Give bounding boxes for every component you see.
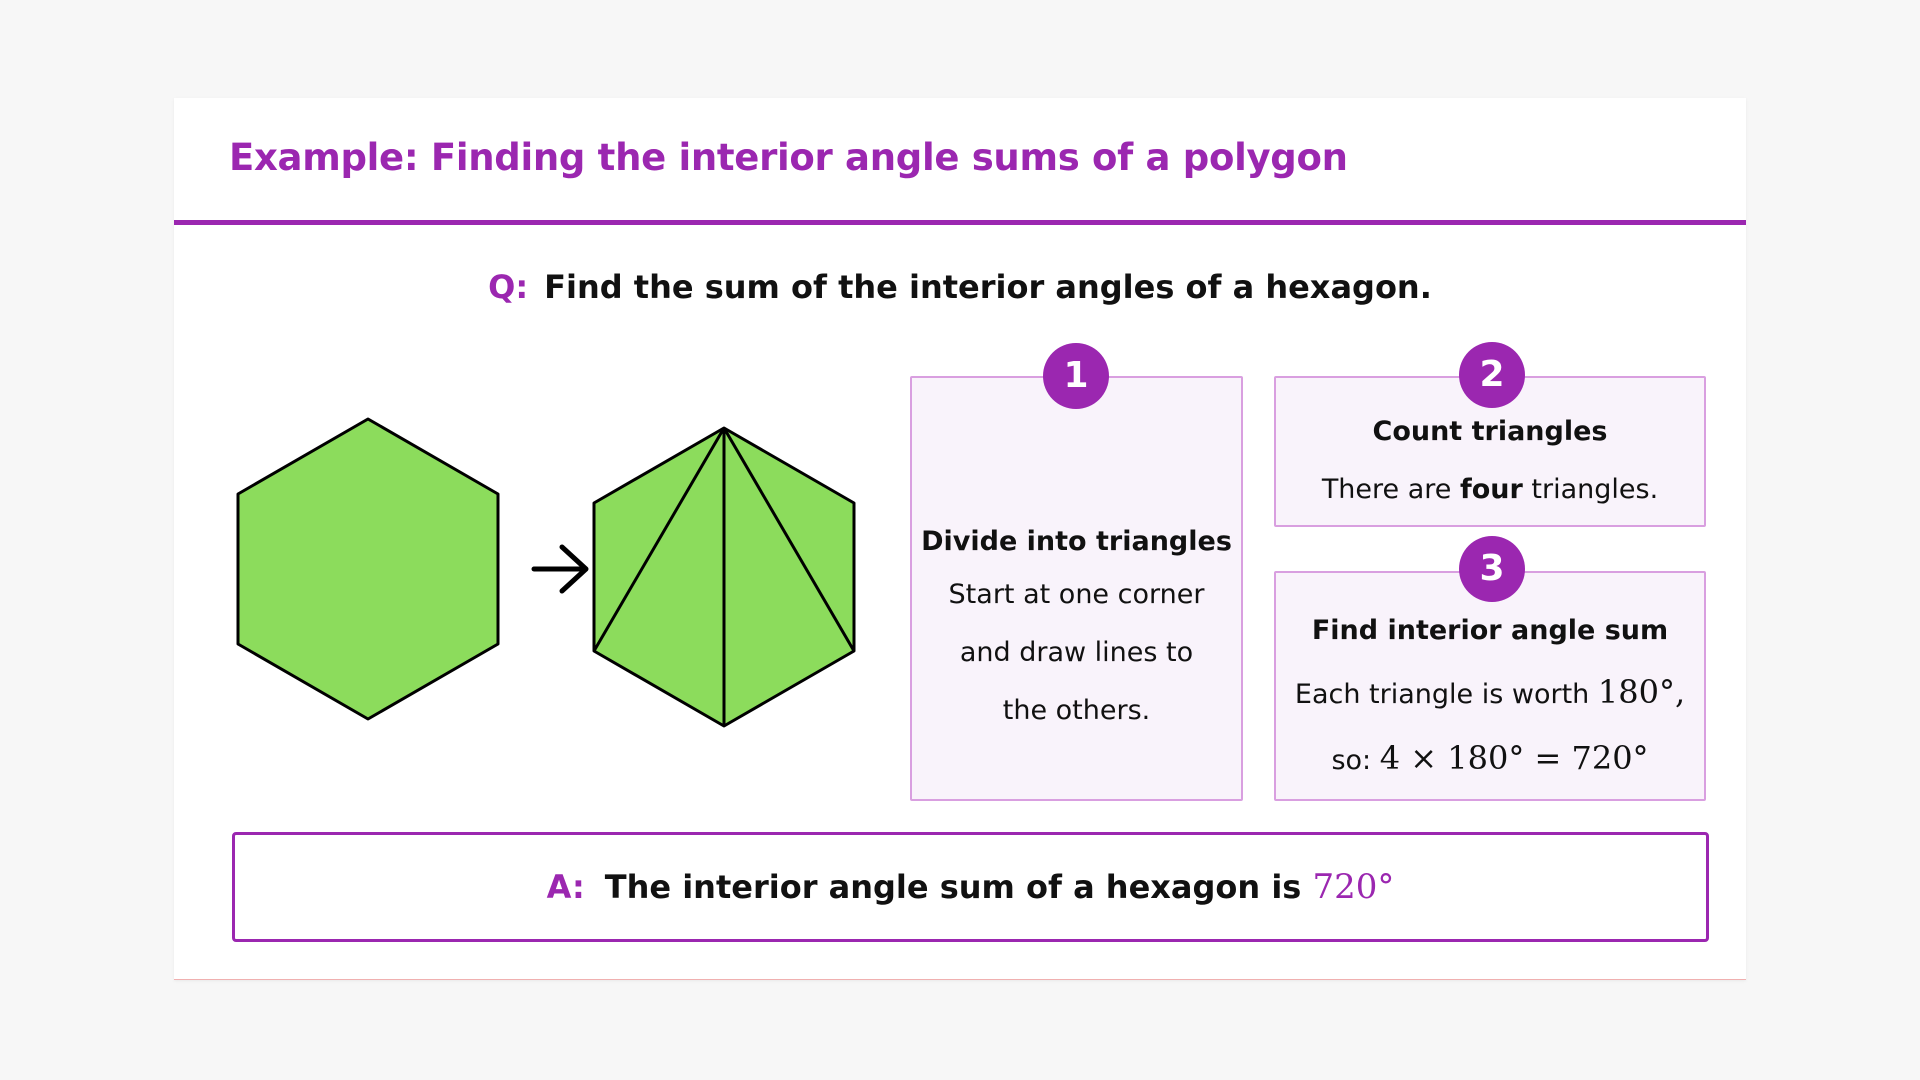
question-text: Find the sum of the interior angles of a… — [544, 268, 1432, 306]
diagonal-line — [722, 427, 856, 652]
slide-card: Example: Finding the interior angle sums… — [174, 98, 1746, 980]
question-line: Q: Find the sum of the interior angles of… — [174, 268, 1746, 306]
step-3-box: Find interior angle sum Each triangle is… — [1274, 571, 1706, 801]
page-title: Example: Finding the interior angle sums… — [229, 136, 1348, 179]
step-2-text: There are four triangles. — [1276, 474, 1704, 505]
step-2-text-after: triangles. — [1522, 474, 1659, 505]
hexagon-plain — [236, 417, 500, 721]
question-label: Q: — [488, 268, 529, 306]
step-1-line: Start at one corner — [948, 579, 1205, 610]
diagonal-line — [592, 427, 726, 652]
step-3-badge: 3 — [1459, 536, 1525, 602]
arrow-icon — [531, 544, 589, 594]
step-2-text-before: There are — [1321, 474, 1460, 505]
title-divider — [174, 220, 1746, 225]
step-3-line-1-text: Each triangle is worth — [1294, 679, 1598, 710]
step-2-text-bold: four — [1459, 474, 1523, 505]
step-1-box: Divide into triangles Start at one corne… — [910, 376, 1243, 801]
answer-label: A: — [546, 868, 585, 906]
step-3-line-2: so: 4 × 180° = 720° — [1276, 739, 1704, 777]
answer-value: 720° — [1312, 867, 1395, 907]
step-1-line: and draw lines to — [959, 637, 1194, 668]
step-3-line-2-math: 4 × 180° = 720° — [1379, 739, 1649, 777]
step-2-badge: 2 — [1459, 342, 1525, 408]
step-3-line-2-text: so: — [1331, 745, 1380, 776]
step-1-heading: Divide into triangles — [921, 526, 1232, 557]
answer-text: The interior angle sum of a hexagon is — [604, 868, 1313, 906]
step-1-line: the others. — [1002, 695, 1151, 726]
step-2-heading: Count triangles — [1372, 416, 1608, 447]
step-3-line-1-math: 180°, — [1597, 673, 1686, 711]
step-3-line-1: Each triangle is worth 180°, — [1276, 673, 1704, 711]
answer-box: A: The interior angle sum of a hexagon is… — [232, 832, 1709, 942]
step-1-content: Divide into triangles Start at one corne… — [912, 518, 1241, 740]
hexagon-figure — [236, 417, 856, 728]
step-1-badge: 1 — [1043, 343, 1109, 409]
step-3-heading: Find interior angle sum — [1311, 615, 1669, 646]
